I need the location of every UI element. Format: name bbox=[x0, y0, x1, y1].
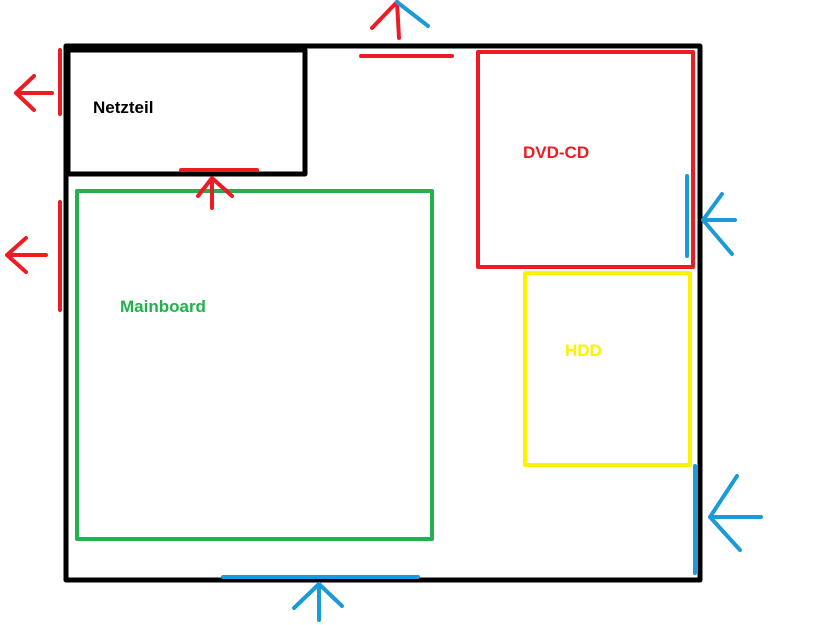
mainboard-label: Mainboard bbox=[120, 297, 206, 316]
psu-label: Netzteil bbox=[93, 98, 153, 117]
psu-box bbox=[65, 47, 308, 177]
dvd-box bbox=[476, 50, 695, 269]
hdd-box bbox=[523, 271, 692, 467]
arrow-up-icon bbox=[370, 0, 401, 40]
case-outline bbox=[63, 43, 703, 583]
arrow-left-icon bbox=[5, 236, 48, 274]
arrow-left-icon bbox=[14, 74, 54, 112]
dvd-label: DVD-CD bbox=[523, 143, 589, 162]
exhaust-psu-bottom bbox=[179, 168, 259, 210]
intake-front-lower bbox=[693, 464, 763, 575]
exhaust-rear-fan bbox=[5, 200, 62, 312]
arrow-left-icon bbox=[708, 474, 763, 552]
exhaust-psu-rear bbox=[14, 48, 62, 116]
arrow-left-icon bbox=[701, 192, 737, 256]
mainboard-box bbox=[75, 189, 434, 541]
intake-front-upper bbox=[685, 174, 737, 258]
exhaust-top-fan bbox=[359, 0, 454, 58]
hdd-label: HDD bbox=[565, 341, 602, 360]
intake-bottom bbox=[221, 575, 420, 622]
arrow-up-icon bbox=[292, 582, 344, 622]
arrow-up-icon bbox=[196, 176, 234, 210]
